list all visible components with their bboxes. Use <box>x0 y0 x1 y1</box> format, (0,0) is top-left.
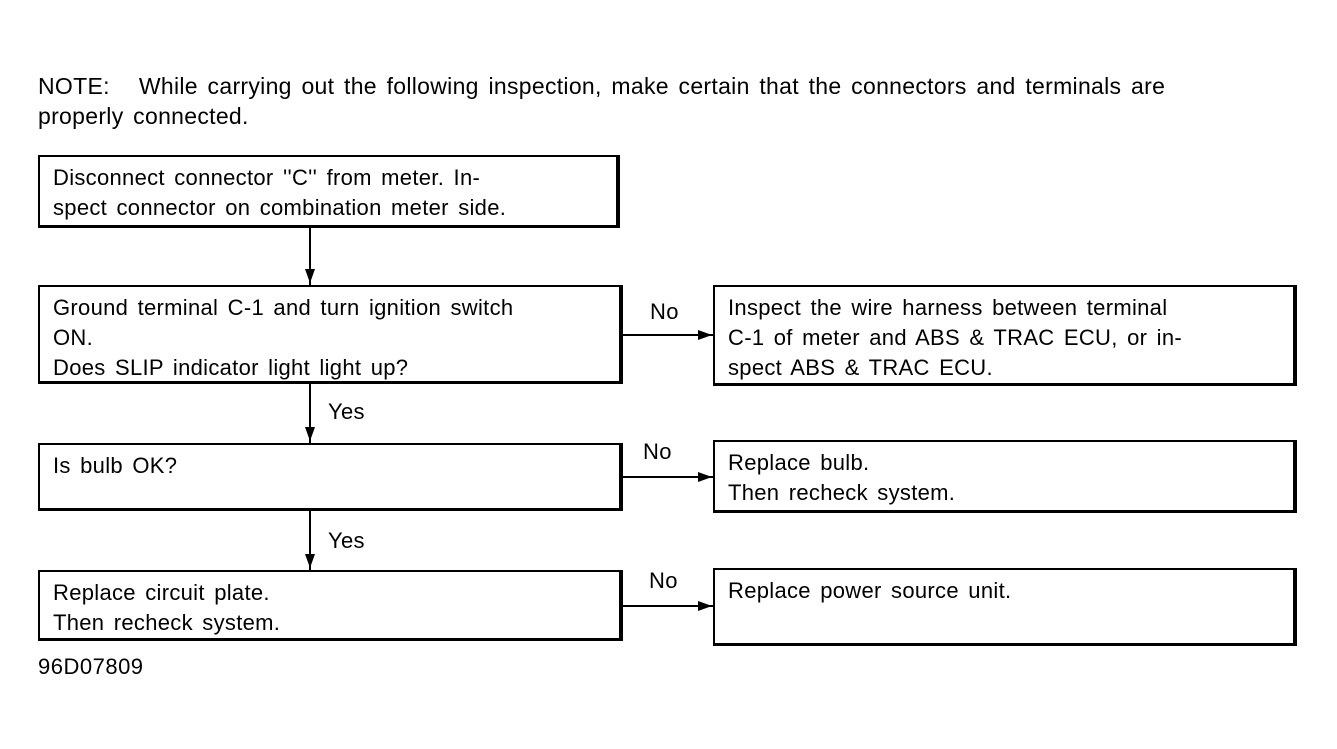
flow-box-replace-bulb-text: Replace bulb. Then recheck system. <box>728 450 956 505</box>
label-no-1: No <box>650 299 679 324</box>
arrow-right-icon <box>698 601 712 611</box>
arrow-line-step4-to-result3 <box>622 605 713 607</box>
flow-box-is-bulb-ok-text: Is bulb OK? <box>53 453 178 478</box>
flow-box-inspect-wire-harness: Inspect the wire harness between termina… <box>713 285 1297 386</box>
arrow-down-icon <box>305 427 315 441</box>
arrow-line-step3-to-result2 <box>622 476 713 478</box>
label-no-2: No <box>643 439 672 464</box>
flow-box-is-bulb-ok: Is bulb OK? <box>38 443 623 511</box>
arrow-right-icon <box>698 472 712 482</box>
flow-box-disconnect-connector-text: Disconnect connector ''C'' from meter. I… <box>53 165 507 220</box>
flow-box-disconnect-connector: Disconnect connector ''C'' from meter. I… <box>38 155 620 228</box>
arrow-down-icon <box>305 269 315 283</box>
flow-box-ground-terminal-text: Ground terminal C-1 and turn ignition sw… <box>53 295 514 380</box>
flow-box-replace-circuit-plate-text: Replace circuit plate. Then recheck syst… <box>53 580 281 635</box>
arrow-line-step2-to-result1 <box>622 334 713 336</box>
arrow-right-icon <box>698 330 712 340</box>
label-yes-1: Yes <box>328 399 365 424</box>
arrow-down-icon <box>305 554 315 568</box>
label-yes-2: Yes <box>328 528 365 553</box>
note-text: NOTE: While carrying out the following i… <box>38 73 1166 129</box>
arrow-line-step1-to-step2 <box>309 228 311 285</box>
flow-box-ground-terminal: Ground terminal C-1 and turn ignition sw… <box>38 285 623 384</box>
arrow-line-step3-to-step4 <box>309 511 311 570</box>
arrow-line-step2-to-step3 <box>309 384 311 443</box>
flow-box-replace-circuit-plate: Replace circuit plate. Then recheck syst… <box>38 570 623 641</box>
flow-box-inspect-wire-harness-text: Inspect the wire harness between termina… <box>728 295 1182 380</box>
flow-box-replace-bulb: Replace bulb. Then recheck system. <box>713 440 1297 513</box>
label-no-3: No <box>649 568 678 593</box>
flow-box-replace-power-source-unit: Replace power source unit. <box>713 568 1297 646</box>
flow-box-replace-power-source-unit-text: Replace power source unit. <box>728 578 1012 603</box>
figure-code: 96D07809 <box>38 654 144 679</box>
